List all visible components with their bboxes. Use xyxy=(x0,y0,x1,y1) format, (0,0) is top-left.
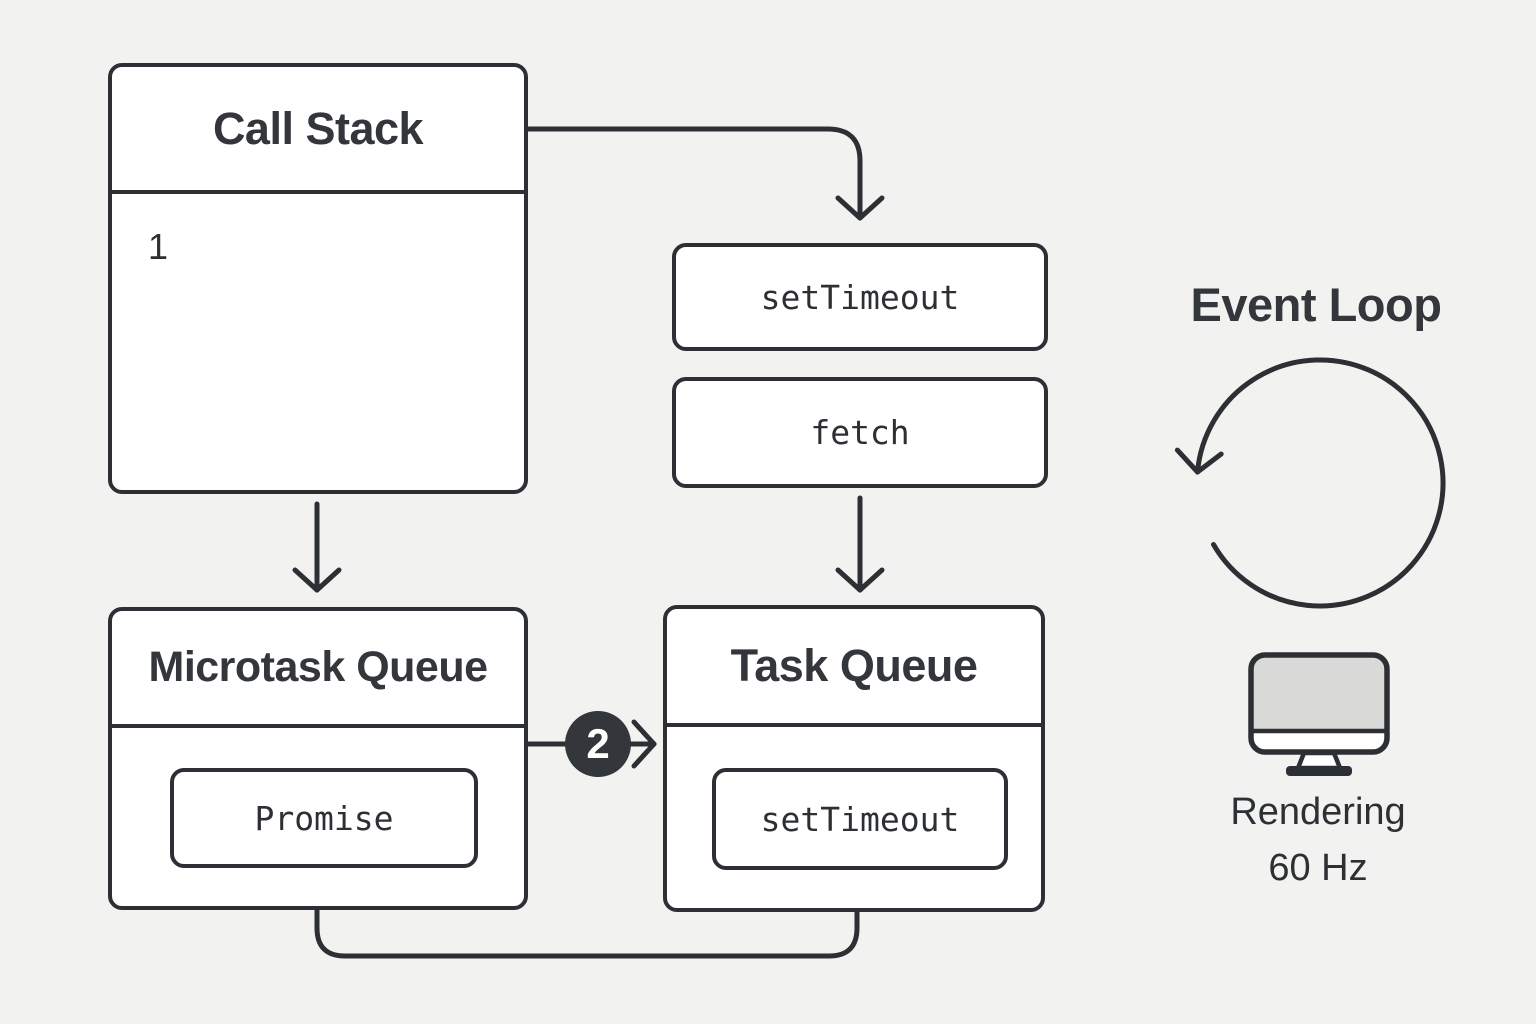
monitor-screen xyxy=(1251,655,1387,752)
web-api-settimeout-box: setTimeout xyxy=(672,243,1048,351)
call-stack-box: Call Stack 1 xyxy=(108,63,528,494)
step-2-badge-label: 2 xyxy=(586,720,610,767)
monitor-stand-base xyxy=(1286,766,1352,776)
task-queue-header: Task Queue xyxy=(667,609,1041,727)
microtask-queue-title: Microtask Queue xyxy=(148,643,489,691)
task-queue-title: Task Queue xyxy=(730,640,978,691)
connector-microtask-taskqueue-bottom xyxy=(314,905,860,959)
task-settimeout-chip: setTimeout xyxy=(712,768,1008,870)
task-settimeout-label: setTimeout xyxy=(760,799,960,839)
call-stack-title: Call Stack xyxy=(212,102,424,154)
arrow-callstack-to-settimeout xyxy=(525,126,885,221)
monitor-icon xyxy=(1248,652,1390,776)
call-stack-item: 1 xyxy=(148,226,169,267)
monitor-bezel xyxy=(1248,652,1390,755)
monitor-chin xyxy=(1253,730,1385,750)
microtask-promise-label: Promise xyxy=(254,798,394,838)
web-api-settimeout-label: setTimeout xyxy=(760,277,960,317)
event-loop-title: Event Loop xyxy=(1190,278,1442,331)
rendering-label: Rendering xyxy=(1230,791,1406,833)
step-2-badge: 2 xyxy=(565,711,631,777)
web-api-fetch-label: fetch xyxy=(810,413,910,452)
web-api-fetch-box: fetch xyxy=(672,377,1048,488)
rendering-rate-label: 60 Hz xyxy=(1268,847,1368,889)
event-loop-cycle-icon xyxy=(1174,357,1446,609)
microtask-queue-header: Microtask Queue xyxy=(112,611,524,728)
monitor-stand-neck xyxy=(1295,750,1343,771)
call-stack-header: Call Stack xyxy=(112,67,524,194)
microtask-promise-chip: Promise xyxy=(170,768,478,868)
